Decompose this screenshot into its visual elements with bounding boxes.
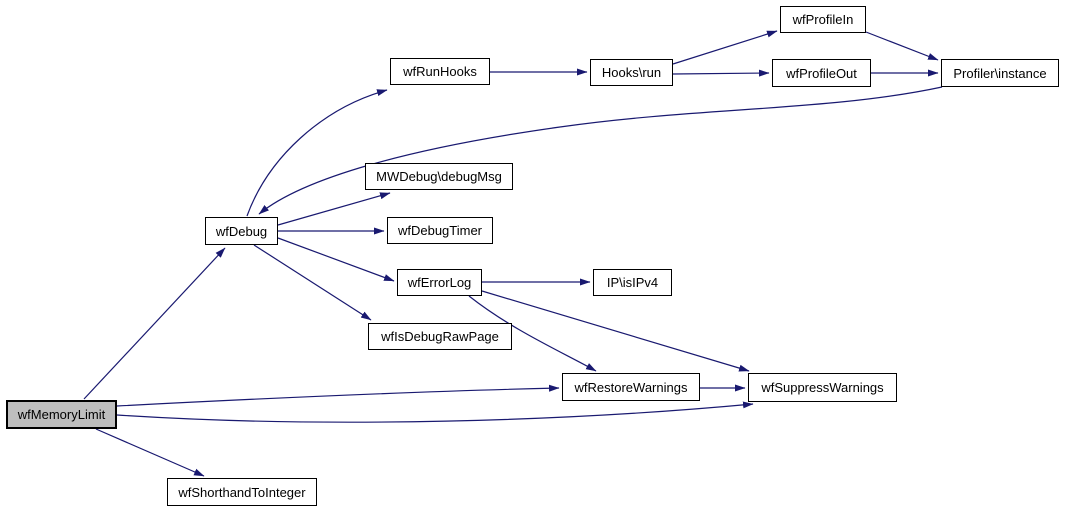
edge-group bbox=[83, 30, 943, 477]
node-wfSuppressWarnings[interactable]: wfSuppressWarnings bbox=[748, 373, 897, 402]
node-MWDebugDebugMsg[interactable]: MWDebug\debugMsg bbox=[365, 163, 513, 190]
node-wfMemoryLimit: wfMemoryLimit bbox=[6, 400, 117, 429]
edge-wfMemoryLimit-to-wfRestoreWarnings bbox=[116, 384, 560, 407]
edge-wfDebug-to-wfErrorLog bbox=[277, 237, 395, 282]
edge-wfErrorLog-to-wfRestoreWarnings bbox=[468, 295, 597, 372]
edge-wfMemoryLimit-to-wfShorthandToInteger bbox=[95, 428, 205, 477]
node-wfProfileIn[interactable]: wfProfileIn bbox=[780, 6, 866, 33]
edge-wfMemoryLimit-to-wfSuppressWarnings bbox=[116, 401, 754, 423]
edge-wfDebug-to-wfIsDebugRawPage bbox=[253, 244, 372, 321]
node-wfRunHooks[interactable]: wfRunHooks bbox=[390, 58, 490, 85]
node-wfIsDebugRawPage[interactable]: wfIsDebugRawPage bbox=[368, 323, 512, 350]
node-IPisIPv4[interactable]: IP\isIPv4 bbox=[593, 269, 672, 296]
edge-ProfilerInstance-to-wfDebug bbox=[258, 86, 943, 215]
edge-wfDebug-to-MWDebugDebugMsg bbox=[277, 192, 391, 226]
node-wfDebug[interactable]: wfDebug bbox=[205, 217, 278, 245]
edge-HooksRun-to-wfProfileIn bbox=[672, 30, 778, 65]
edge-wfErrorLog-to-wfSuppressWarnings bbox=[481, 290, 750, 372]
edge-wfMemoryLimit-to-wfDebug bbox=[83, 247, 226, 400]
node-wfRestoreWarnings[interactable]: wfRestoreWarnings bbox=[562, 373, 700, 401]
edge-wfDebug-to-wfRunHooks bbox=[246, 89, 388, 217]
edge-HooksRun-to-wfProfileOut bbox=[672, 69, 770, 77]
node-wfDebugTimer[interactable]: wfDebugTimer bbox=[387, 217, 493, 244]
edge-wfProfileIn-to-ProfilerInstance bbox=[865, 31, 939, 61]
node-wfErrorLog[interactable]: wfErrorLog bbox=[397, 269, 482, 296]
node-HooksRun[interactable]: Hooks\run bbox=[590, 59, 673, 86]
node-ProfilerInstance[interactable]: Profiler\instance bbox=[941, 59, 1059, 87]
node-wfShorthandToInteger[interactable]: wfShorthandToInteger bbox=[167, 478, 317, 506]
node-wfProfileOut[interactable]: wfProfileOut bbox=[772, 59, 871, 87]
